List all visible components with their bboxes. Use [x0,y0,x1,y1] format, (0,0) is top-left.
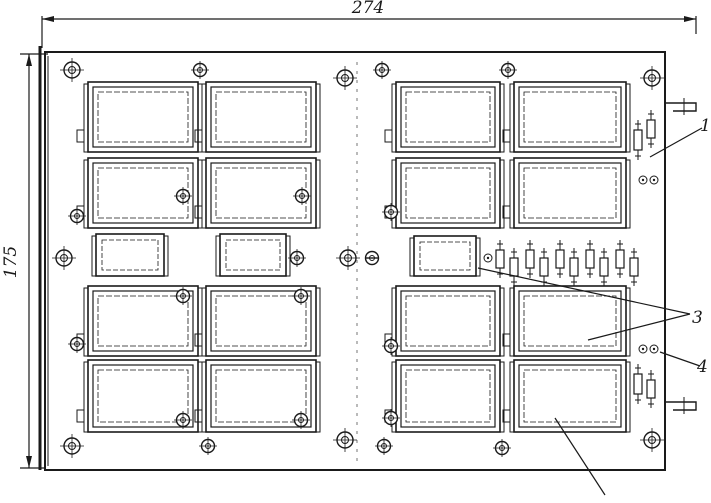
resistor [646,110,656,148]
callout-leaders [477,127,703,496]
resistor [525,240,535,278]
resistor [509,248,519,286]
relay-module [384,157,505,229]
callout-label-1: 1 [700,116,711,136]
small-relay [91,233,169,277]
mounting-hole [199,437,217,455]
mounting-hole [638,344,648,354]
width-dimension: 274 [41,0,697,48]
height-label: 175 [1,246,21,278]
mounting-hole [499,61,517,79]
relay-module [384,359,505,433]
mounting-hole [288,249,306,267]
mounting-hole [382,203,400,221]
mounting-hole [68,335,86,353]
mounting-hole [649,175,659,185]
circuit-board [38,46,697,471]
mounting-hole [640,428,664,452]
mounting-hole [373,61,391,79]
mounting-hole [292,411,310,429]
relay-module [502,285,631,357]
mounting-hole [333,66,357,90]
resistor [646,370,656,408]
mounting-hole [649,344,659,354]
mounting-hole [68,207,86,225]
mounting-hole [52,246,76,270]
mounting-hole [375,437,393,455]
resistor [539,248,549,286]
relay-module [76,81,203,153]
relay-module [502,81,631,153]
mounting-hole [60,434,84,458]
resistor [555,240,565,278]
mounting-hole [191,61,209,79]
resistor [495,240,505,278]
resistor [599,248,609,286]
resistor [615,240,625,278]
relay-module [502,359,631,433]
resistor [629,248,639,286]
mounting-hole [483,253,493,263]
mounting-hole [336,246,360,270]
resistor [569,248,579,286]
relay-module [194,285,321,357]
relay-module [502,157,631,229]
small-relay [409,235,481,277]
callout-label-3: 3 [692,308,703,328]
mounting-hole [493,439,511,457]
mounting-hole [364,250,380,266]
mounting-holes [52,58,664,458]
resistor [633,364,643,404]
mounting-hole [638,175,648,185]
mounting-hole [174,411,192,429]
resistor [585,240,595,278]
mounting-hole [333,428,357,452]
relay-module [384,285,505,357]
mounting-hole [382,337,400,355]
mounting-hole [640,66,664,90]
resistor [633,120,643,160]
relay-module [384,81,505,153]
mounting-hole [60,58,84,82]
mounting-hole [382,409,400,427]
mounting-hole [174,187,192,205]
small-components [91,233,481,277]
mounting-hole [292,287,310,305]
callout-label-4: 4 [696,357,708,377]
relay-module [194,81,321,153]
mounting-hole [174,287,192,305]
mounting-hole [293,187,311,205]
width-label: 274 [351,0,384,18]
resistor-row [495,110,656,408]
small-relay [215,233,291,277]
height-dimension: 175 [1,53,48,469]
